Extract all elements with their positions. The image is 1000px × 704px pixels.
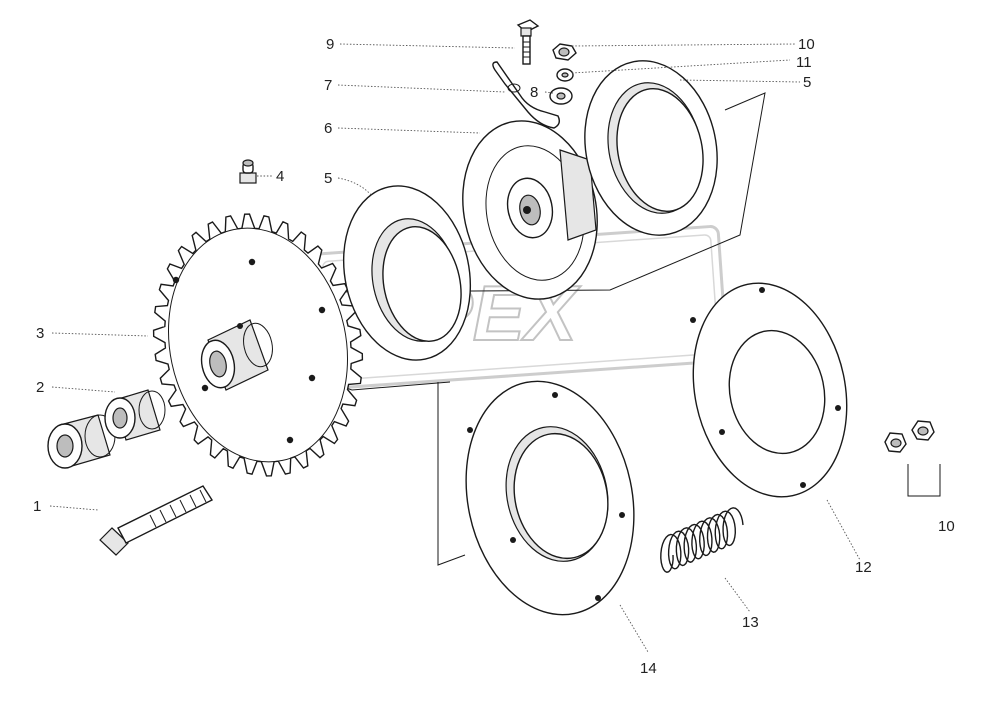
callout-4: 4	[276, 168, 284, 185]
part-8-washer	[549, 87, 573, 105]
part-6-hub-plate	[462, 120, 598, 300]
part-7-lock-plate	[492, 61, 561, 129]
part-14-back-plate	[465, 380, 635, 616]
part-10-nut-top	[552, 43, 577, 61]
callout-10-right: 10	[938, 518, 955, 535]
part-13-spring	[660, 507, 744, 573]
callout-10-top: 10	[798, 36, 815, 53]
part-11-spring-washer	[556, 68, 574, 82]
callout-5-right: 5	[803, 74, 811, 91]
callout-13: 13	[742, 614, 759, 631]
callout-3: 3	[36, 325, 44, 342]
leader-lines	[49, 43, 861, 653]
callout-9: 9	[326, 36, 334, 53]
callout-1: 1	[33, 498, 41, 515]
part-2-bushings	[47, 389, 166, 469]
part-4-grease-fitting	[239, 159, 257, 184]
callout-8: 8	[530, 84, 538, 101]
part-5-friction-disc-left	[342, 185, 472, 361]
callout-2: 2	[36, 379, 44, 396]
callout-7: 7	[324, 77, 332, 94]
part-5-friction-disc-right	[584, 60, 718, 236]
callout-5-left: 5	[324, 170, 332, 187]
part-9-bolt	[516, 19, 540, 65]
callout-14: 14	[640, 660, 657, 677]
part-1-bolt	[99, 485, 214, 556]
callout-11: 11	[796, 54, 812, 71]
callout-12: 12	[855, 559, 872, 576]
part-3-sprocket	[152, 213, 364, 477]
part-10-nuts-right	[884, 420, 941, 497]
callout-6: 6	[324, 120, 332, 137]
part-12-pressure-plate	[690, 282, 848, 498]
plane-outline-lower	[437, 382, 466, 566]
callout-labels: 1 2 3 4 5 5 6 7 8 9 10 10 11 12 13 14	[33, 36, 955, 677]
